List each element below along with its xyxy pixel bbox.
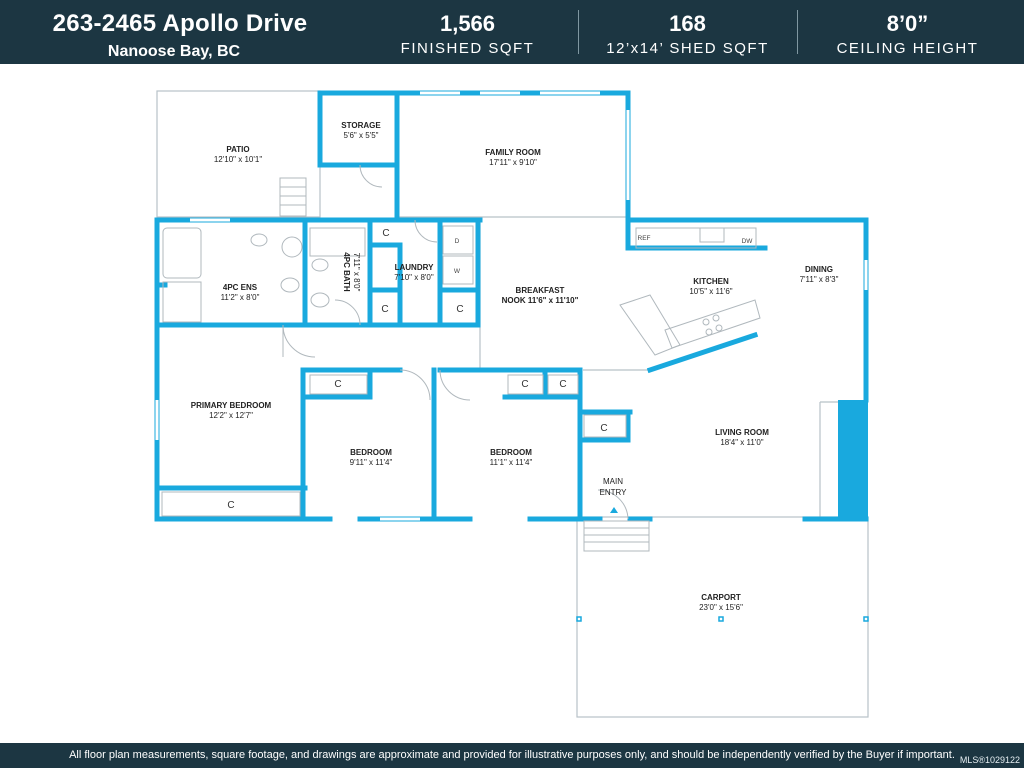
stat-ceiling-height: 8’0” CEILING HEIGHT	[825, 0, 990, 64]
closet-label: C	[559, 379, 566, 390]
windows	[155, 91, 868, 521]
header-bar: 263-2465 Apollo Drive Nanoose Bay, BC 1,…	[0, 0, 1024, 64]
address-block: 263-2465 Apollo Drive Nanoose Bay, BC	[0, 0, 360, 64]
dining-name: DINING	[805, 265, 833, 274]
breakfast-nook-name: BREAKFAST	[516, 286, 565, 295]
footer-bar: All floor plan measurements, square foot…	[0, 743, 1024, 768]
closet-label: C	[456, 304, 463, 315]
floor-plan: C C C C C C C C D W REF DW PATIO 12'10" …	[154, 90, 869, 718]
ensuite-dims: 11'2" x 8'0"	[221, 293, 260, 302]
patio-name: PATIO	[226, 145, 249, 154]
fridge-label: REF	[638, 235, 651, 242]
dishwasher-label: DW	[742, 238, 754, 245]
closet-label: C	[381, 304, 388, 315]
stat-divider	[797, 10, 798, 54]
stat-label: 12’x14’ SHED SQFT	[606, 40, 769, 57]
stat-value: 168	[669, 11, 706, 36]
washer-label: W	[454, 268, 461, 275]
kitchen-counters	[619, 227, 761, 356]
disclaimer-text: All floor plan measurements, square foot…	[69, 749, 955, 761]
stat-value: 1,566	[439, 11, 496, 36]
primary-bedroom-dims: 12'2" x 12'7"	[209, 411, 253, 420]
main-entry-name: MAIN	[603, 477, 623, 486]
family-room-name: FAMILY ROOM	[485, 148, 541, 157]
stat-value: 8’0”	[886, 11, 929, 36]
storage-name: STORAGE	[341, 121, 381, 130]
stat-label: FINISHED SQFT	[400, 40, 535, 57]
address-city: Nanoose Bay, BC	[107, 43, 241, 60]
entry-arrow-icon	[610, 507, 618, 513]
closet-label: C	[521, 379, 528, 390]
kitchen-name: KITCHEN	[693, 277, 729, 286]
dining-dims: 7'11" x 8'3"	[800, 275, 839, 284]
room-labels: PATIO 12'10" x 10'1" STORAGE 5'6" x 5'5"…	[191, 121, 839, 612]
main-entry-name-line2: ENTRY	[600, 488, 628, 497]
closet-label: C	[334, 379, 341, 390]
mls-number: MLS®1029122	[959, 755, 1020, 765]
bedroom-2-dims: 11'1" x 11'4"	[490, 458, 533, 467]
doors	[282, 164, 629, 520]
address-street: 263-2465 Apollo Drive	[52, 10, 308, 37]
family-room-dims: 17'11" x 9'10"	[489, 158, 537, 167]
living-room-dims: 18'4" x 11'0"	[720, 438, 763, 447]
carport-name: CARPORT	[701, 593, 741, 602]
storage-dims: 5'6" x 5'5"	[344, 131, 379, 140]
closet-label: C	[600, 423, 607, 434]
dryer-label: D	[455, 238, 460, 245]
patio-dims: 12'10" x 10'1"	[214, 155, 262, 164]
bedroom-1-dims: 9'11" x 11'4"	[350, 458, 393, 467]
bedroom-2-name: BEDROOM	[490, 448, 532, 457]
bath-dims: 7'11" x 8'0"	[352, 253, 361, 292]
primary-bedroom-name: PRIMARY BEDROOM	[191, 401, 272, 410]
closet-labels: C C C C C C C C	[227, 228, 607, 511]
living-room-name: LIVING ROOM	[715, 428, 769, 437]
bath-fixtures	[162, 225, 474, 323]
closets	[161, 374, 627, 517]
appliance-labels: D W REF DW	[454, 235, 753, 275]
laundry-name: LAUNDRY	[395, 263, 434, 272]
stat-divider	[578, 10, 579, 54]
fireplace	[838, 400, 868, 520]
closet-label: C	[227, 500, 234, 511]
carport-posts	[576, 616, 869, 622]
stat-finished-sqft: 1,566 FINISHED SQFT	[395, 0, 540, 64]
stat-shed-sqft: 168 12’x14’ SHED SQFT	[600, 0, 775, 64]
breakfast-nook-dims: NOOK 11'6" x 11'10"	[502, 296, 579, 305]
stat-label: CEILING HEIGHT	[836, 40, 979, 57]
closet-label: C	[382, 228, 389, 239]
ensuite-name: 4PC ENS	[223, 283, 258, 292]
carport-dims: 23'0" x 15'6"	[699, 603, 743, 612]
bedroom-1-name: BEDROOM	[350, 448, 392, 457]
bath-name: 4PC BATH	[342, 252, 351, 292]
laundry-dims: 7'10" x 8'0"	[394, 273, 434, 282]
entry-stairs	[279, 177, 650, 552]
kitchen-dims: 10'5" x 11'6"	[689, 287, 732, 296]
